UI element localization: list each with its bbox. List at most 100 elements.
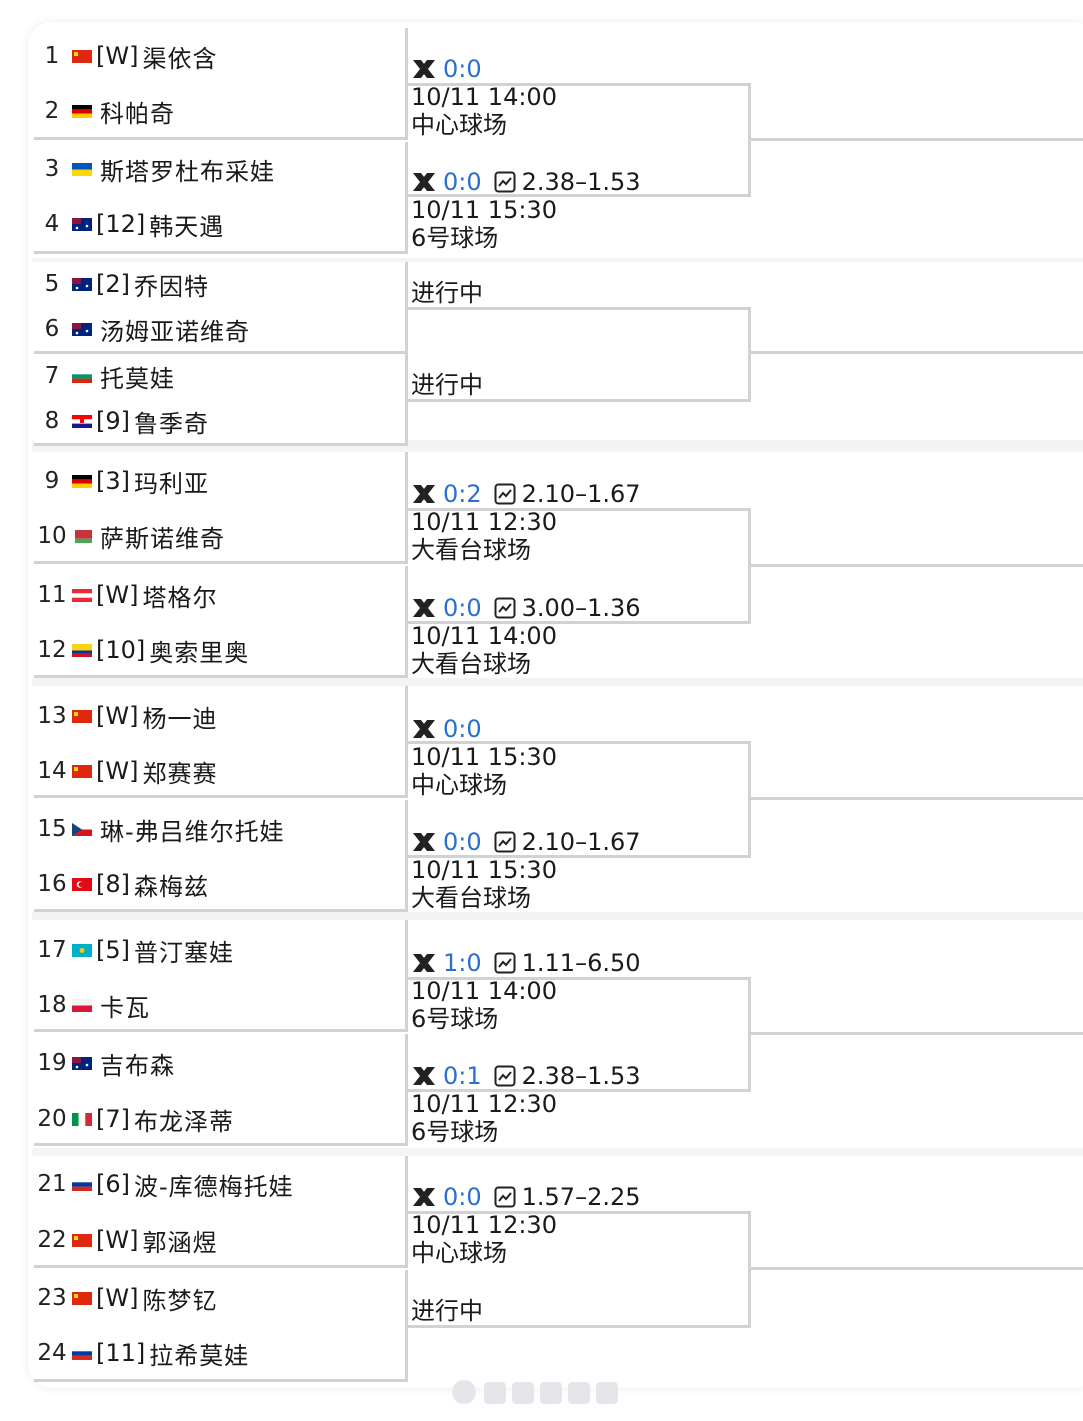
draw-number: 9 [44, 468, 60, 494]
match-time: 10/11 14:00 [411, 622, 557, 650]
match-status: 进行中 [411, 279, 483, 307]
player-row[interactable]: 17 [5] 普汀塞娃 [34, 930, 404, 970]
player-row[interactable]: 8 [9] 鲁季奇 [34, 401, 404, 441]
player-pair-box: 13 [W] 杨一迪 14 [W] 郑赛赛 [34, 686, 408, 798]
match-court: 中心球场 [411, 1239, 507, 1267]
player-row[interactable]: 20 [7] 布龙泽蒂 [34, 1099, 404, 1139]
draw-number: 14 [37, 758, 67, 784]
draw-number: 21 [37, 1171, 67, 1197]
match-odds: 2.38–1.53 [521, 1062, 641, 1090]
italy-flag-icon [72, 1112, 92, 1126]
match-score[interactable]: 0:0 [443, 1183, 482, 1211]
match-odds: 2.10–1.67 [521, 480, 641, 508]
player-name: 塔格尔 [142, 583, 218, 612]
player-tag: [5] [96, 936, 130, 964]
match-score[interactable]: 0:0 [443, 715, 482, 743]
player-tag: [W] [96, 757, 139, 785]
match-score[interactable]: 0:1 [443, 1062, 482, 1090]
player-row[interactable]: 23 [W] 陈梦钇 [34, 1278, 404, 1318]
match-info[interactable]: 0:0 10/11 14:00 中心球场 [411, 55, 751, 139]
player-row[interactable]: 24 [11] 拉希莫娃 [34, 1333, 404, 1373]
draw-number: 24 [37, 1340, 67, 1366]
match-odds: 3.00–1.36 [521, 594, 641, 622]
player-row[interactable]: 7 托莫娃 [34, 356, 404, 396]
player-name: 布龙泽蒂 [134, 1107, 234, 1136]
player-name: 普汀塞娃 [134, 938, 234, 967]
player-tag: [7] [96, 1105, 130, 1133]
player-name: 韩天遇 [149, 212, 225, 241]
player-row[interactable]: 9 [3] 玛利亚 [34, 461, 404, 501]
player-row[interactable]: 6 汤姆亚诺维奇 [34, 309, 404, 349]
player-row[interactable]: 1 [W] 渠依含 [34, 36, 404, 76]
draw-number: 15 [37, 816, 67, 842]
match-score[interactable]: 1:0 [443, 949, 482, 977]
player-name: 奥索里奥 [149, 638, 250, 667]
odds-chart-icon [494, 171, 516, 193]
australia-flag-icon [72, 322, 92, 336]
player-row[interactable]: 3 斯塔罗杜布采娃 [34, 149, 404, 189]
player-pair-box: 21 [6] 波-库德梅托娃 22 [W] 郭涵煜 [34, 1156, 408, 1268]
match-info[interactable]: 0:0 10/11 15:30 中心球场 [411, 715, 751, 799]
match-score[interactable]: 0:2 [443, 480, 482, 508]
player-row[interactable]: 22 [W] 郭涵煜 [34, 1220, 404, 1260]
draw-number: 7 [44, 363, 60, 389]
player-row[interactable]: 18 卡瓦 [34, 985, 404, 1025]
watermark-logo [452, 1380, 618, 1404]
match-odds: 2.38–1.53 [521, 168, 641, 196]
draw-number: 6 [44, 316, 60, 342]
match-info[interactable]: 进行中 [411, 279, 751, 307]
player-row[interactable]: 12 [10] 奥索里奥 [34, 630, 404, 670]
crossed-rackets-icon [413, 173, 435, 191]
match-status: 进行中 [411, 371, 483, 399]
turkey-flag-icon [72, 877, 92, 891]
player-pair-box: 5 [2] 乔因特 6 汤姆亚诺维奇 [34, 262, 408, 354]
bracket-connector [408, 741, 751, 858]
player-name: 吉布森 [100, 1051, 175, 1080]
player-row[interactable]: 19 吉布森 [34, 1043, 404, 1083]
match-court: 6号球场 [411, 1005, 499, 1033]
player-row[interactable]: 2 科帕奇 [34, 91, 404, 131]
match-info[interactable]: 进行中 [411, 1297, 751, 1325]
draw-number: 23 [37, 1285, 67, 1311]
player-tag: [2] [96, 270, 130, 298]
odds-chart-icon [494, 483, 516, 505]
match-info[interactable]: 进行中 [411, 371, 751, 399]
player-row[interactable]: 11 [W] 塔格尔 [34, 575, 404, 615]
player-name: 渠依含 [142, 44, 218, 73]
player-row[interactable]: 10 萨斯诺维奇 [34, 516, 404, 556]
player-name: 卡瓦 [100, 993, 150, 1022]
player-row[interactable]: 4 [12] 韩天遇 [34, 204, 404, 244]
player-name: 郭涵煜 [142, 1228, 218, 1257]
match-time: 10/11 14:00 [411, 977, 557, 1005]
player-tag: [8] [96, 870, 130, 898]
player-row[interactable]: 5 [2] 乔因特 [34, 264, 404, 304]
match-score[interactable]: 0:0 [443, 594, 482, 622]
match-info[interactable]: 1:0 1.11–6.50 10/11 14:00 6号球场 [411, 949, 751, 1033]
section-band [32, 912, 1083, 920]
player-row[interactable]: 21 [6] 波-库德梅托娃 [34, 1164, 404, 1204]
match-score[interactable]: 0:0 [443, 55, 482, 83]
player-tag: [W] [96, 581, 139, 609]
match-score[interactable]: 0:0 [443, 828, 482, 856]
match-court: 大看台球场 [411, 884, 531, 912]
germany-flag-icon [72, 474, 92, 488]
section-band [32, 1148, 1083, 1156]
player-row[interactable]: 16 [8] 森梅兹 [34, 864, 404, 904]
match-score[interactable]: 0:0 [443, 168, 482, 196]
player-name: 鲁季奇 [134, 409, 209, 438]
match-time: 10/11 15:30 [411, 856, 557, 884]
draw-number: 10 [37, 523, 67, 549]
draw-number: 12 [37, 637, 67, 663]
player-row[interactable]: 13 [W] 杨一迪 [34, 696, 404, 736]
player-row[interactable]: 15 琳-弗吕维尔托娃 [34, 809, 404, 849]
draw-number: 19 [37, 1050, 67, 1076]
match-odds: 1.11–6.50 [521, 949, 641, 977]
crossed-rackets-icon [413, 1067, 435, 1085]
player-row[interactable]: 14 [W] 郑赛赛 [34, 751, 404, 791]
